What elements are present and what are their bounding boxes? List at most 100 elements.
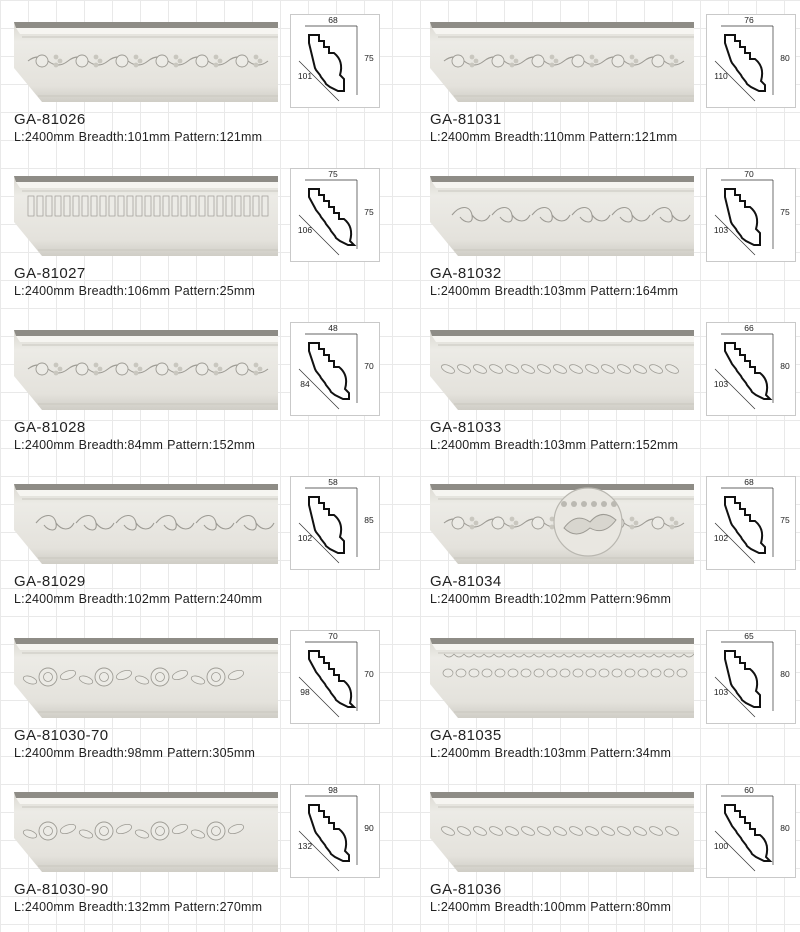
length-value: L:2400mm: [430, 438, 491, 452]
breadth-value: Breadth:103mm: [494, 284, 587, 298]
pattern-value: Pattern:305mm: [167, 746, 256, 760]
profile-diagram: 68 75 101: [290, 14, 380, 108]
length-value: L:2400mm: [14, 900, 75, 914]
profile-diagram: 60 80 100: [706, 784, 796, 878]
dimension-left: 132: [298, 841, 312, 851]
product-code: GA-81033: [430, 419, 502, 436]
length-value: L:2400mm: [430, 746, 491, 760]
dimension-right: 75: [780, 207, 790, 217]
dimension-left: 84: [300, 379, 310, 389]
breadth-value: Breadth:103mm: [494, 746, 587, 760]
product-code: GA-81036: [430, 881, 502, 898]
dimension-left: 110: [714, 71, 728, 81]
dimension-right: 85: [364, 515, 374, 525]
breadth-value: Breadth:106mm: [78, 284, 171, 298]
dimension-top: 70: [744, 169, 754, 179]
molding-photo: [8, 8, 278, 108]
pattern-value: Pattern:25mm: [174, 284, 256, 298]
molding-photo: [8, 778, 278, 878]
dimension-top: 75: [328, 169, 338, 179]
dimension-top: 58: [328, 477, 338, 487]
molding-photo: [8, 470, 278, 570]
dimension-right: 90: [364, 823, 374, 833]
pattern-value: Pattern:270mm: [174, 900, 263, 914]
pattern-value: Pattern:96mm: [590, 592, 672, 606]
dimension-top: 66: [744, 323, 754, 333]
molding-photo: [424, 316, 694, 416]
dimension-right: 80: [780, 53, 790, 63]
pattern-value: Pattern:240mm: [174, 592, 263, 606]
product-code: GA-81028: [14, 419, 86, 436]
profile-diagram: 68 75 102: [706, 476, 796, 570]
dimension-top: 65: [744, 631, 754, 641]
product-code: GA-81029: [14, 573, 86, 590]
breadth-value: Breadth:102mm: [78, 592, 171, 606]
dimension-right: 75: [780, 515, 790, 525]
dimension-left: 102: [714, 533, 728, 543]
molding-photo: [8, 316, 278, 416]
dimension-right: 70: [364, 669, 374, 679]
product-code: GA-81026: [14, 111, 86, 128]
length-value: L:2400mm: [14, 592, 75, 606]
pattern-value: Pattern:121mm: [589, 130, 678, 144]
dimension-top: 60: [744, 785, 754, 795]
dimension-left: 101: [298, 71, 312, 81]
length-value: L:2400mm: [430, 900, 491, 914]
dimension-right: 75: [364, 53, 374, 63]
product-code: GA-81035: [430, 727, 502, 744]
dimension-right: 80: [780, 361, 790, 371]
dimension-right: 70: [364, 361, 374, 371]
pattern-value: Pattern:152mm: [590, 438, 679, 452]
molding-photo: [424, 162, 694, 262]
pattern-value: Pattern:121mm: [174, 130, 263, 144]
product-code: GA-81030-70: [14, 727, 109, 744]
dimension-right: 80: [780, 823, 790, 833]
pattern-value: Pattern:80mm: [590, 900, 672, 914]
dimension-left: 100: [714, 841, 728, 851]
length-value: L:2400mm: [430, 130, 491, 144]
product-code: GA-81027: [14, 265, 86, 282]
breadth-value: Breadth:102mm: [494, 592, 587, 606]
product-code: GA-81034: [430, 573, 502, 590]
dimension-left: 103: [714, 379, 728, 389]
dimension-left: 103: [714, 225, 728, 235]
molding-photo: [8, 624, 278, 724]
molding-photo: [424, 470, 694, 570]
dimension-top: 68: [744, 477, 754, 487]
dimension-left: 106: [298, 225, 312, 235]
pattern-value: Pattern:164mm: [590, 284, 679, 298]
profile-diagram: 76 80 110: [706, 14, 796, 108]
breadth-value: Breadth:101mm: [78, 130, 171, 144]
dimension-top: 68: [328, 15, 338, 25]
breadth-value: Breadth:103mm: [494, 438, 587, 452]
length-value: L:2400mm: [430, 592, 491, 606]
dimension-top: 76: [744, 15, 754, 25]
pattern-value: Pattern:152mm: [167, 438, 256, 452]
length-value: L:2400mm: [14, 130, 75, 144]
breadth-value: Breadth:110mm: [494, 130, 586, 144]
